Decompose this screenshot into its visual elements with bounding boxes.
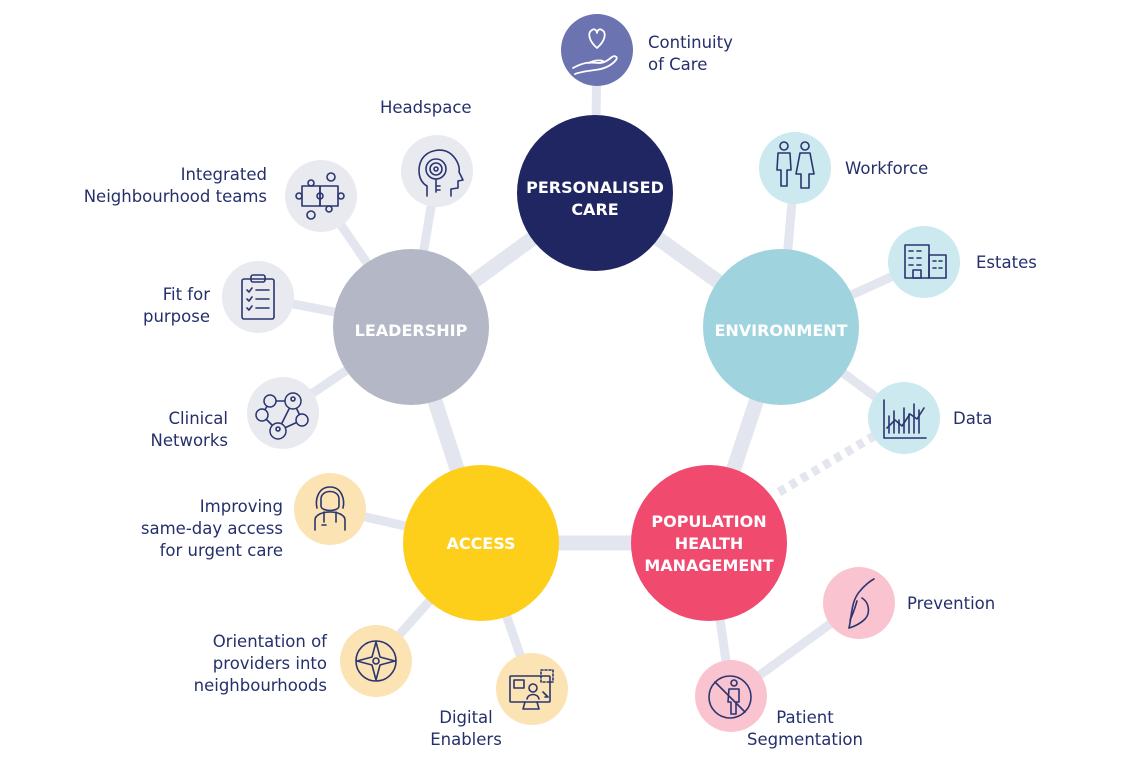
hub-population-health-line1: POPULATION <box>651 512 766 531</box>
spoke-patient-segmentation[interactable] <box>695 660 767 732</box>
spoke-estates[interactable] <box>888 226 960 298</box>
spoke-improving-same-day-access[interactable] <box>294 473 366 545</box>
label-prevention: Prevention <box>907 594 996 613</box>
label-workforce: Workforce <box>845 159 929 178</box>
hub-personalised-care-line2: CARE <box>571 200 618 219</box>
hub-personalised-care-line1: PERSONALISED <box>526 178 664 197</box>
spoke-continuity-of-care[interactable] <box>561 14 633 86</box>
label-digital-enablers: Digital Enablers <box>430 708 502 749</box>
spoke-workforce[interactable] <box>759 132 831 204</box>
spoke-headspace[interactable] <box>401 135 473 207</box>
hub-leadership[interactable]: LEADERSHIP <box>333 249 489 405</box>
hub-environment-label: ENVIRONMENT <box>714 321 847 340</box>
label-continuity-of-care: Continuity of Care <box>648 33 733 74</box>
no-entry-person-icon <box>708 675 752 719</box>
people-icon <box>776 141 815 189</box>
network-people-icon <box>255 392 309 440</box>
hub-population-health-line3: MANAGEMENT <box>644 556 773 575</box>
label-headspace: Headspace <box>380 98 472 117</box>
dotted-connector <box>776 432 877 496</box>
label-integrated-neighbourhood-teams: Integrated Neighbourhood teams <box>83 165 267 206</box>
spoke-prevention[interactable] <box>823 567 895 639</box>
protecting-hand-icon <box>848 578 875 629</box>
hub-personalised-care[interactable]: PERSONALISED CARE <box>517 115 673 271</box>
compass-icon <box>355 640 397 682</box>
hub-access[interactable]: ACCESS <box>403 465 559 621</box>
spoke-digital-enablers[interactable] <box>496 653 568 725</box>
hub-population-health-line2: HEALTH <box>675 534 744 553</box>
doctor-icon <box>314 486 346 531</box>
label-fit-for-purpose: Fit for purpose <box>142 285 210 326</box>
spoke-clinical-networks[interactable] <box>247 377 319 449</box>
hub-population-health-management[interactable]: POPULATION HEALTH MANAGEMENT <box>631 465 787 621</box>
hub-access-label: ACCESS <box>446 534 515 553</box>
head-key-icon <box>418 149 464 197</box>
spoke-data[interactable] <box>868 382 940 454</box>
label-improving-same-day-access: Improving same-day access for urgent car… <box>140 497 283 560</box>
heart-hand-icon <box>572 28 618 75</box>
buildings-icon <box>904 244 947 279</box>
label-orientation-of-providers: Orientation of providers into neighbourh… <box>193 632 327 695</box>
computer-screen-icon <box>509 669 554 710</box>
label-clinical-networks: Clinical Networks <box>150 409 229 450</box>
puzzle-icon <box>295 172 345 220</box>
hub-leadership-label: LEADERSHIP <box>355 321 468 340</box>
clipboard-checklist-icon <box>241 274 275 320</box>
label-data: Data <box>953 409 993 428</box>
chart-icon <box>883 399 927 439</box>
label-patient-segmentation: Patient Segmentation <box>747 708 863 749</box>
hub-environment[interactable]: ENVIRONMENT <box>703 249 859 405</box>
spoke-fit-for-purpose[interactable] <box>222 261 294 333</box>
spoke-integrated-neighbourhood-teams[interactable] <box>285 160 357 232</box>
label-estates: Estates <box>976 253 1037 272</box>
spoke-orientation-of-providers[interactable] <box>340 625 412 697</box>
